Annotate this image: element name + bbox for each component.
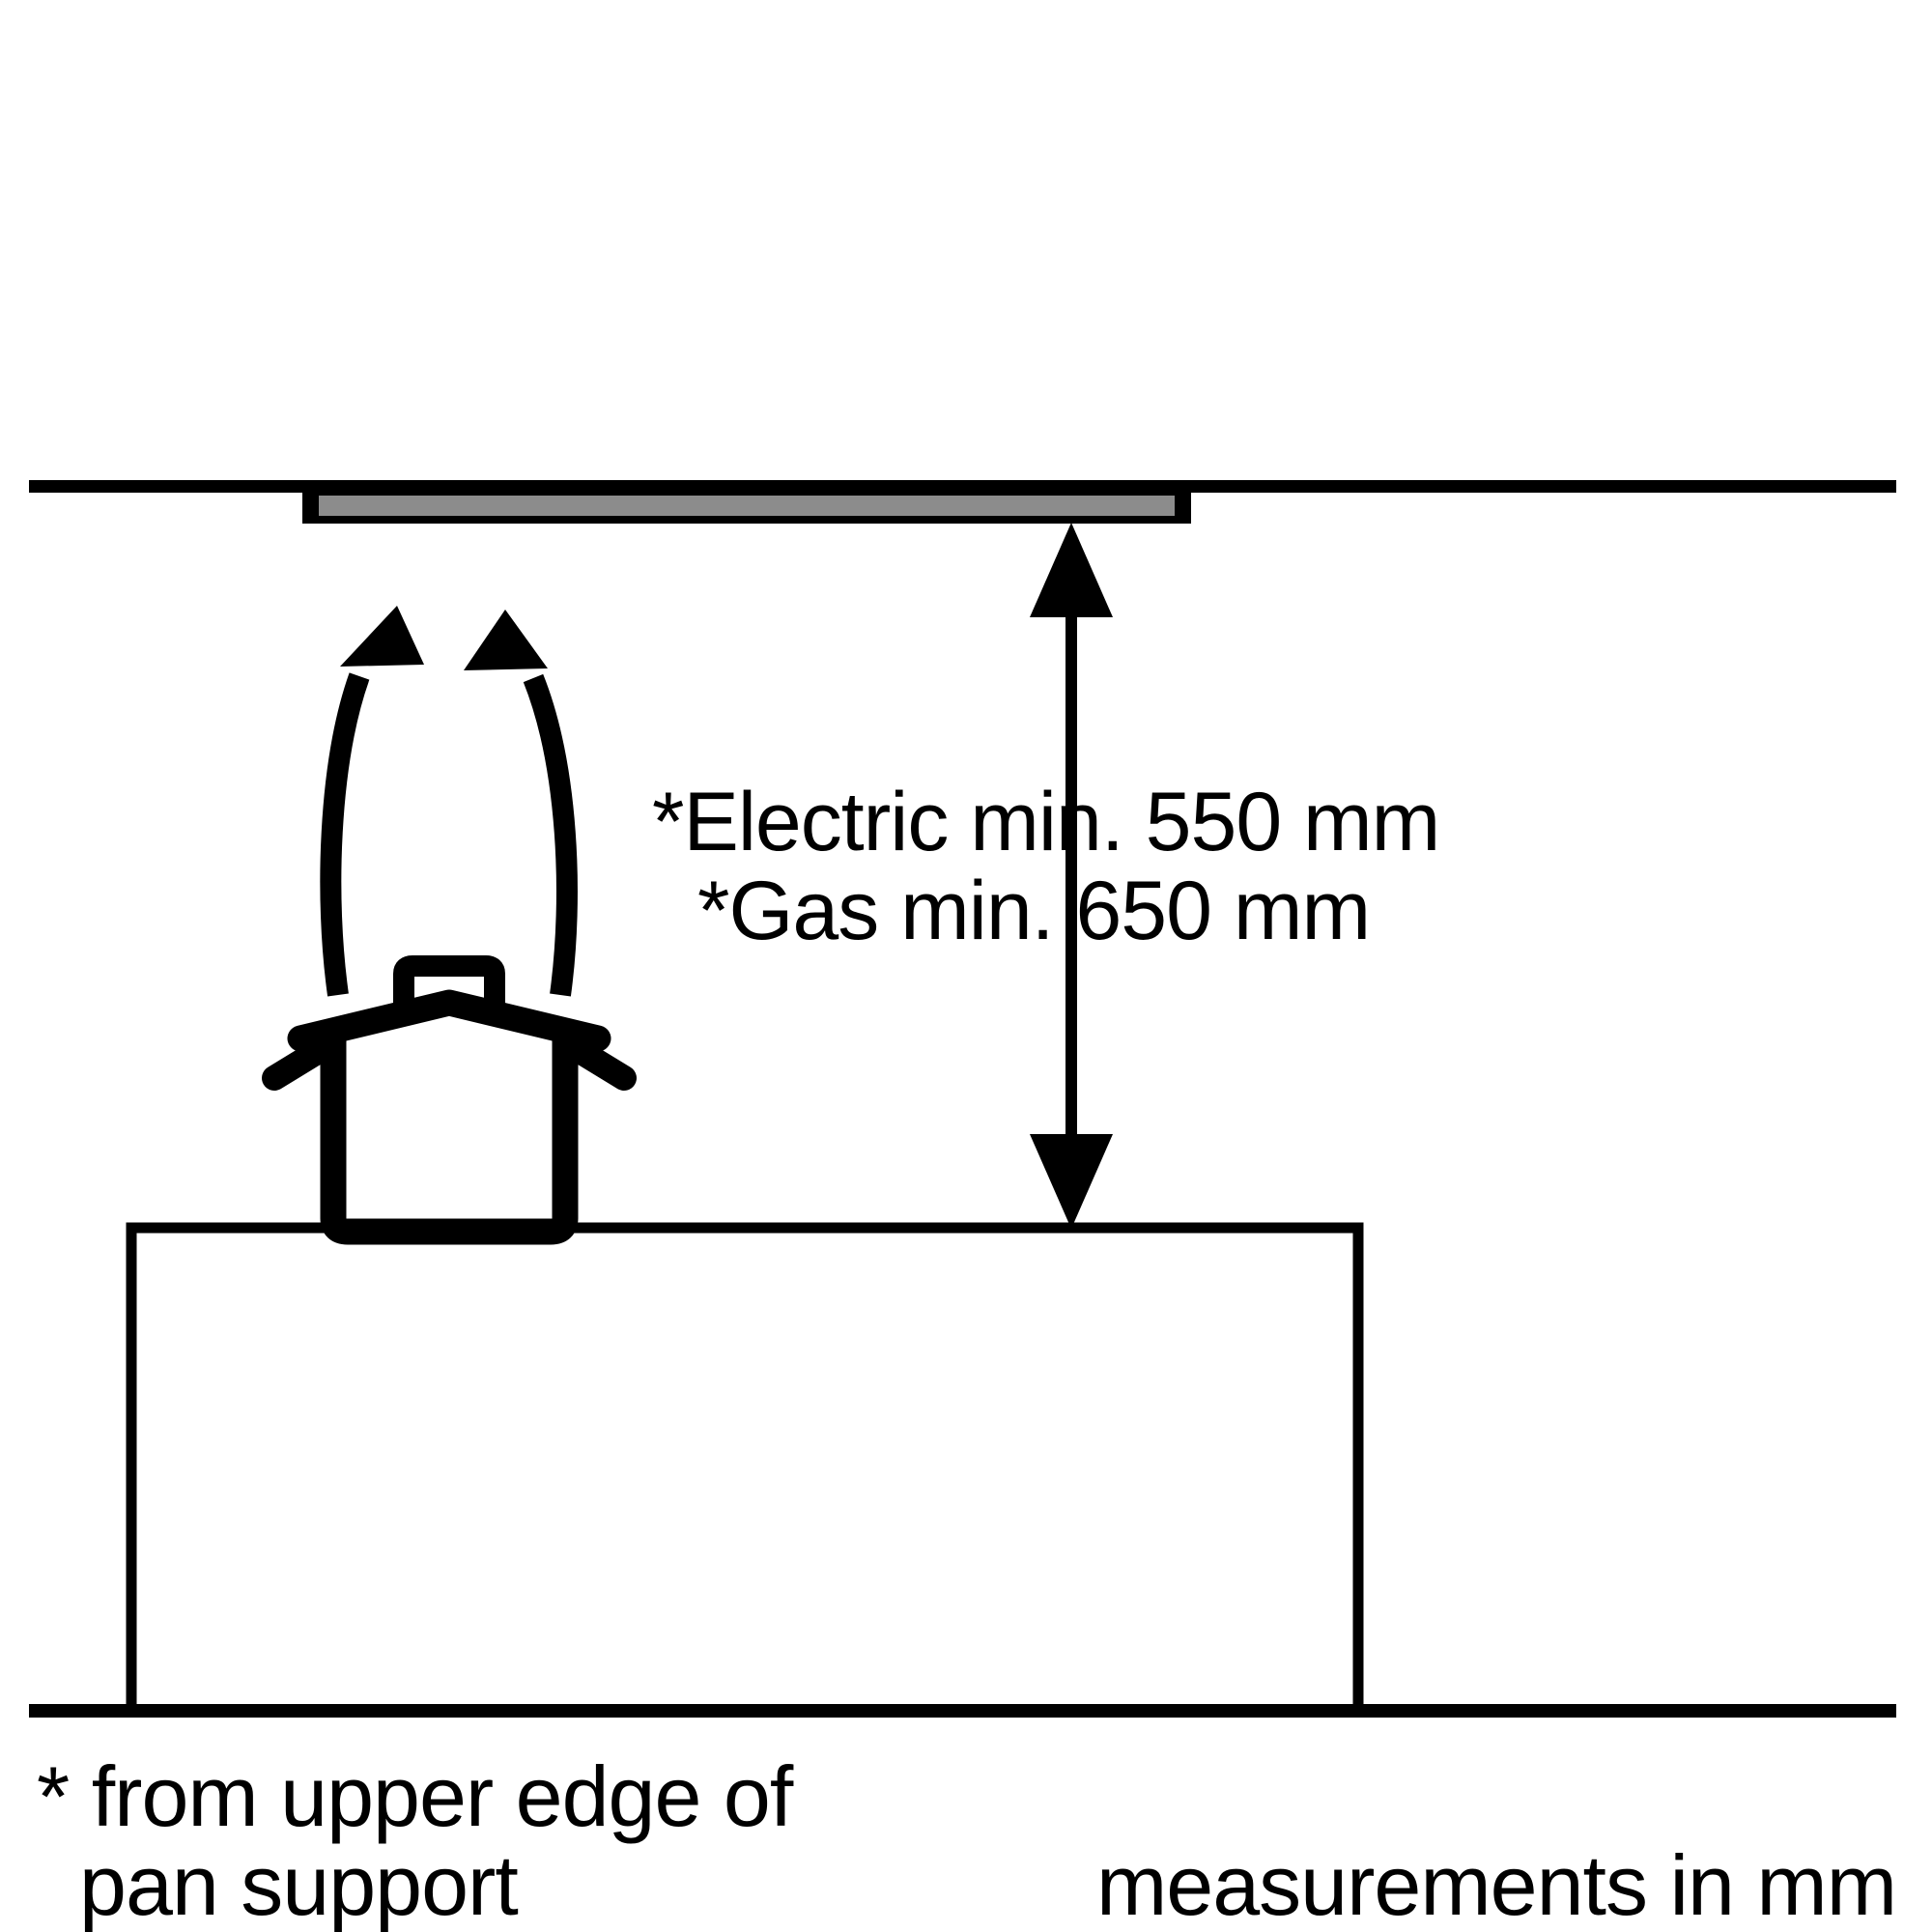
pot-handle-right (559, 1034, 637, 1091)
footnote-line-1: * from upper edge of (37, 1748, 794, 1844)
dimension-arrowhead-down (1030, 1134, 1113, 1229)
steam-arrow-left-head (340, 606, 424, 667)
steam-arrow-left-curve (320, 672, 370, 997)
steam-arrow-right (464, 610, 578, 997)
steam-arrow-left (320, 606, 424, 997)
cooker-hood (302, 488, 1191, 524)
pot-lid-knob (393, 955, 505, 1005)
clearance-electric-label: *Electric min. 550 mm (652, 776, 1439, 868)
pot-lid (287, 989, 611, 1052)
cooktop-cabinet (126, 1222, 1364, 1717)
steam-arrow-right-curve (523, 673, 578, 997)
steam-arrow-right-head (464, 610, 548, 670)
units-note: measurements in mm (1096, 1837, 1896, 1932)
clearance-gas-label: *Gas min. 650 mm (697, 865, 1370, 957)
hood-grease-filter-panel (319, 496, 1175, 516)
pot-handle-left (262, 1034, 339, 1091)
clearance-dimension-arrow (1030, 523, 1113, 1229)
footnote-line-2: pan support (79, 1837, 518, 1932)
cooking-pot (262, 955, 637, 1245)
pot-body (320, 1038, 579, 1245)
floor-line (29, 1704, 1896, 1718)
dimension-arrow-shaft (1065, 541, 1077, 1198)
cooktop-cabinet-outline (126, 1222, 1364, 1717)
dimension-arrowhead-up (1030, 523, 1113, 617)
